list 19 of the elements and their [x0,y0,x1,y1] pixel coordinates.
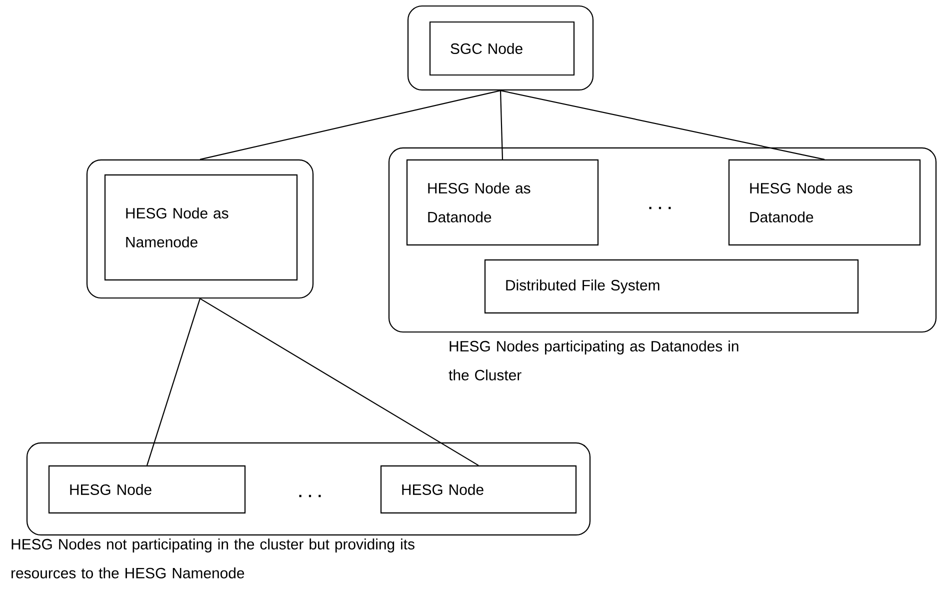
node-box: HESG Node [380,465,577,514]
connector-line [146,298,201,466]
group-box [388,147,937,333]
connector-line [500,90,504,160]
connector-line [200,90,501,160]
node-box: SGC Node [429,21,575,76]
ellipsis: . . . [299,494,321,498]
node-box: HESG Node as Namenode [104,174,298,281]
node-box: Distributed File System [484,259,859,314]
node-label: HESG Nodes participating as Datanodes in the Cluster [448,340,738,380]
ellipsis: . . . [649,206,671,210]
connector-line [200,298,479,466]
node-box: HESG Node as Datanode [728,159,921,246]
group-box [26,442,591,536]
group-box [407,5,594,91]
node-box: HESG Node [48,465,246,514]
node-label: HESG Nodes not participating in the cluster but providing its resources to the HESG Namenode [12,538,414,578]
node-box: HESG Node as Datanode [406,159,599,246]
group-box [86,159,314,299]
